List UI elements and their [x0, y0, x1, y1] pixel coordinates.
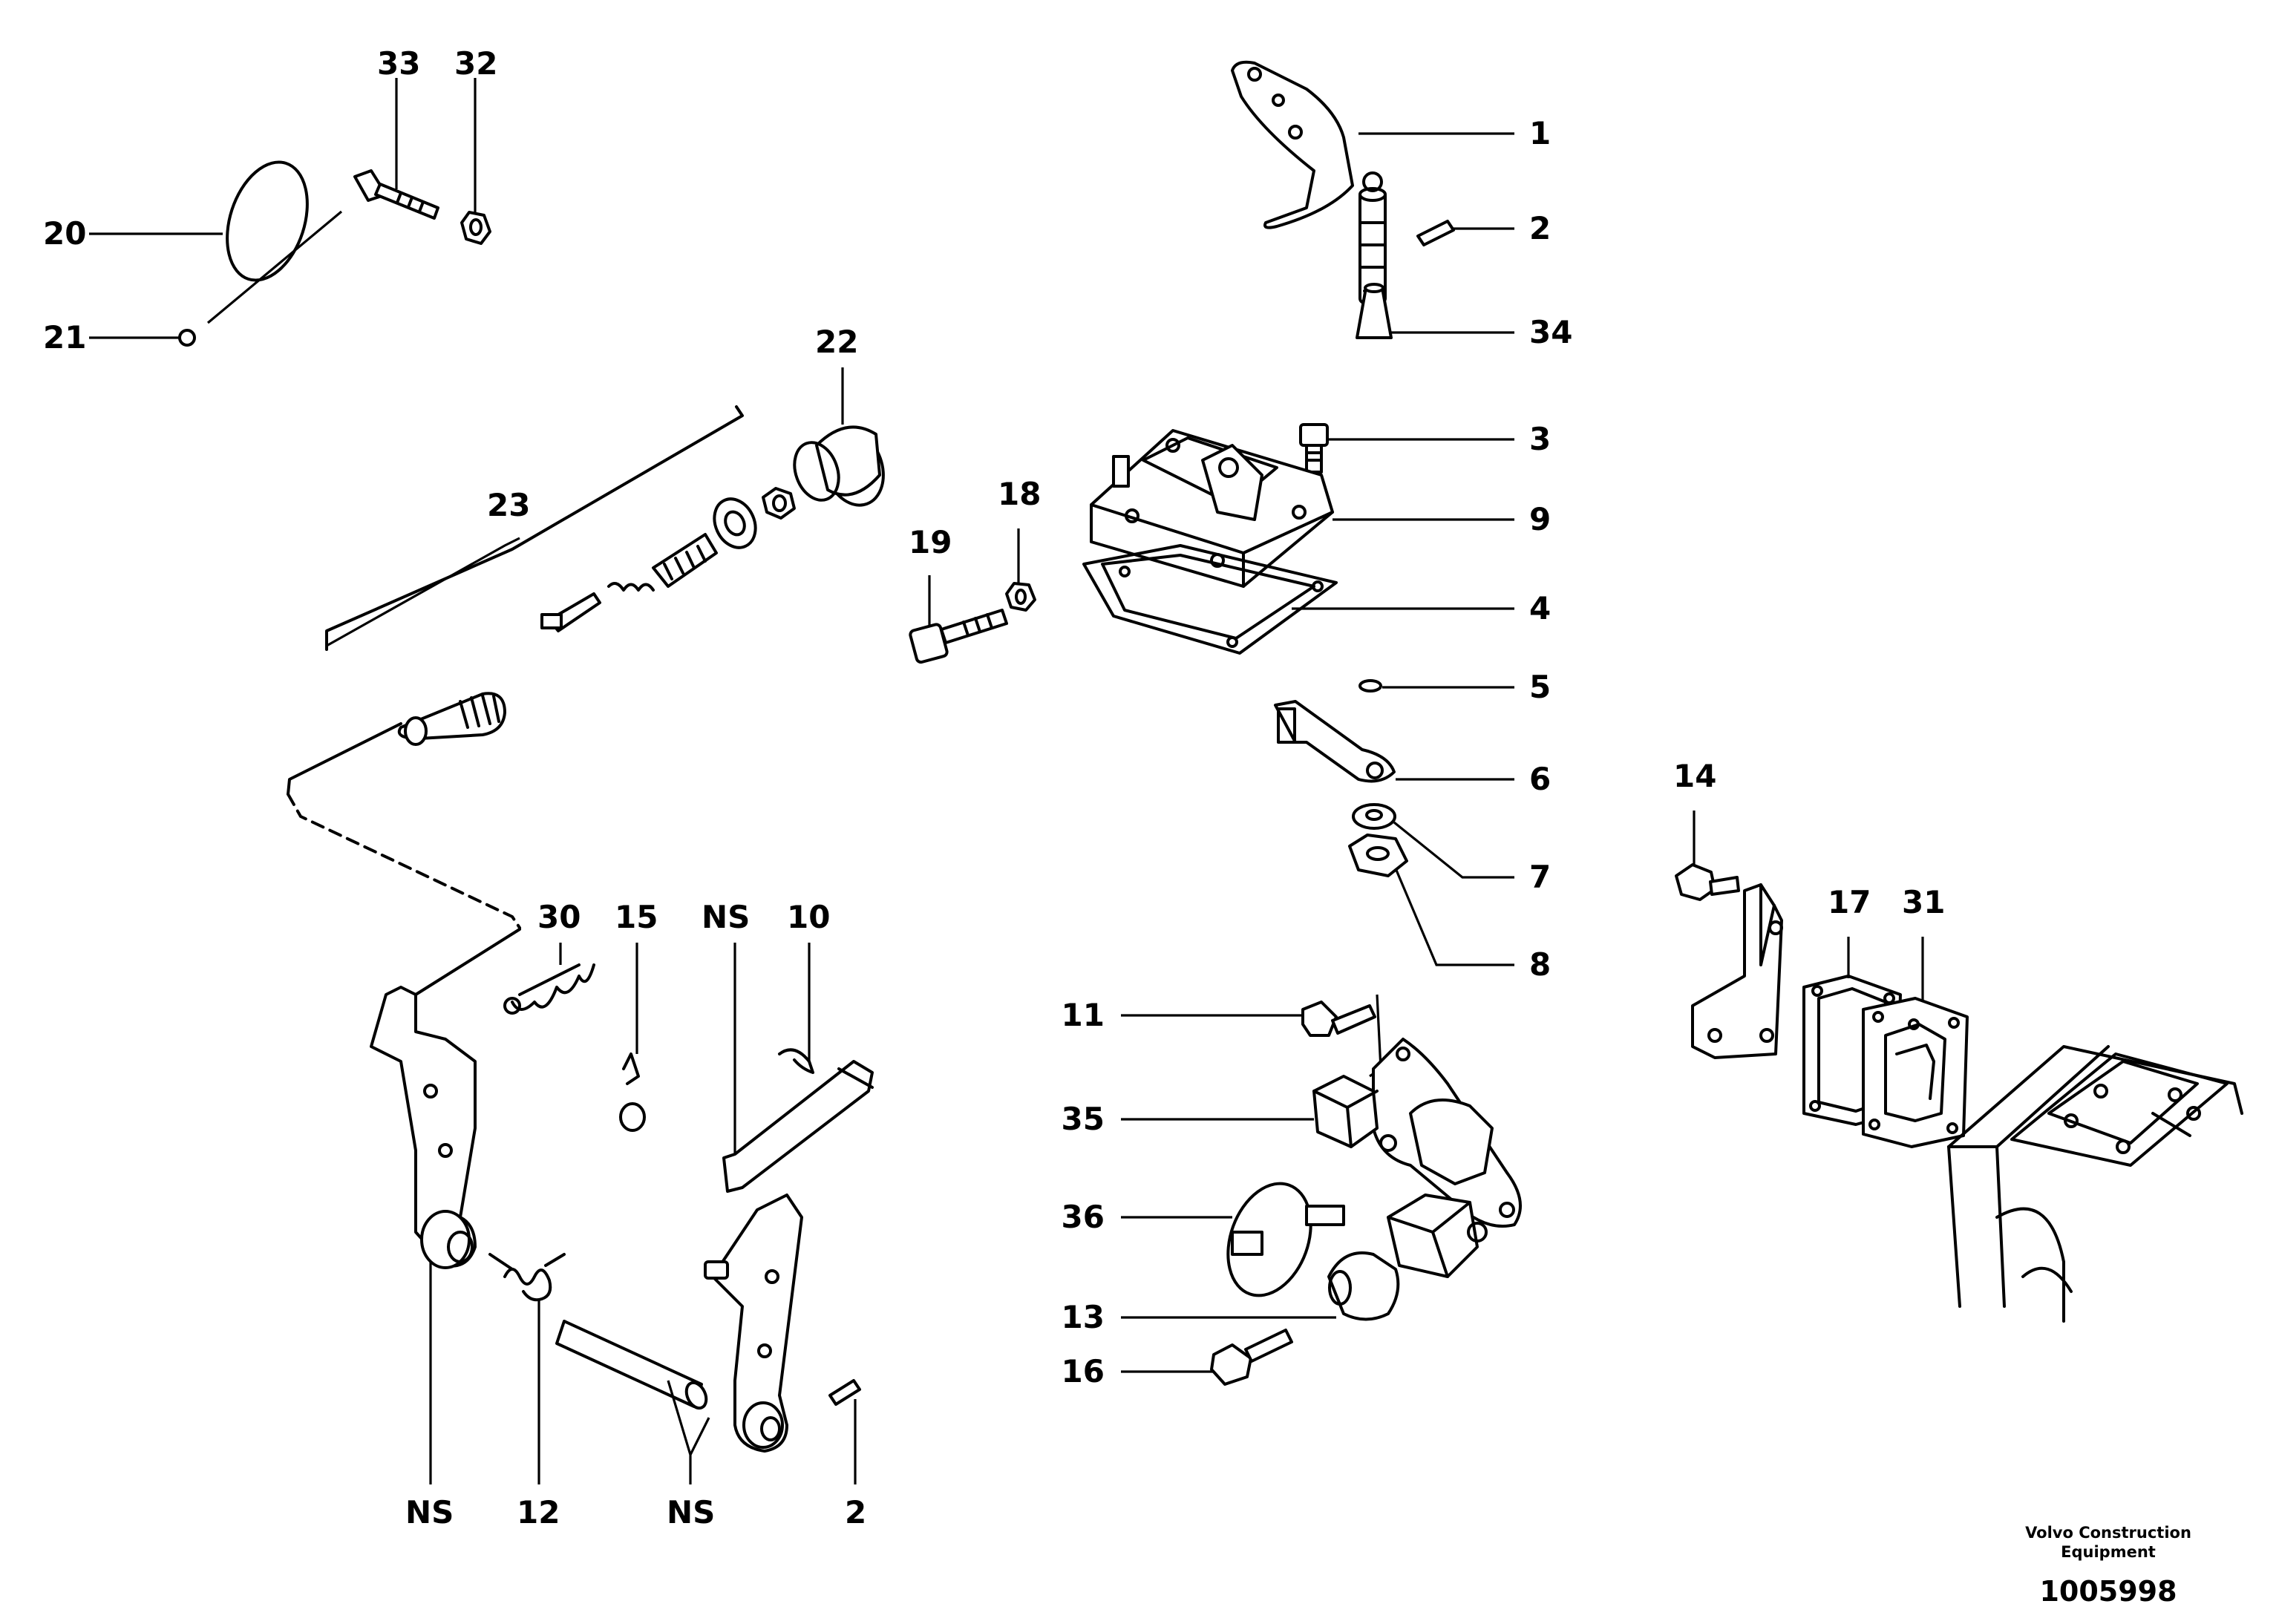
- part-22-grommet: [793, 425, 885, 507]
- callout-20: 20: [43, 215, 86, 252]
- cable-wire: [287, 722, 402, 796]
- part-8-nut: [1348, 834, 1408, 877]
- leader-7: [1393, 821, 1514, 879]
- callout-32: 32: [454, 45, 497, 82]
- part-35-rubber-mount: [1312, 1075, 1494, 1185]
- callout-36: 36: [1062, 1199, 1105, 1235]
- part-13-bushing: [1327, 1251, 1400, 1321]
- part-15-clip: [619, 1052, 646, 1132]
- callout-1: 1: [1529, 115, 1551, 151]
- callout-12: 12: [517, 1494, 560, 1530]
- part-23-cable-assembly: [325, 405, 796, 746]
- callout-5: 5: [1529, 669, 1551, 705]
- callout-14: 14: [1673, 758, 1716, 794]
- part-34-boot: [1356, 283, 1393, 339]
- part-33-bolt: [353, 169, 439, 220]
- callout-17: 17: [1828, 884, 1871, 920]
- callout-23: 23: [487, 487, 530, 523]
- cable-end-wire: [414, 928, 521, 996]
- callout-22: 22: [815, 324, 858, 360]
- part-30-spring: [503, 963, 595, 1015]
- callout-ns-main-lever: NS: [405, 1494, 454, 1530]
- part-36-damper-disc: [1226, 1182, 1345, 1297]
- leader-8: [1394, 868, 1514, 966]
- part-ns-main-lever: [370, 986, 477, 1269]
- callout-33: 33: [377, 45, 420, 82]
- callout-2-upper: 2: [1529, 210, 1551, 246]
- part-7-washer: [1352, 803, 1396, 830]
- callout-21: 21: [43, 319, 86, 356]
- document-number: 1005998: [2039, 1575, 2177, 1608]
- part-20-cover-plate: [226, 160, 309, 282]
- part-18-nut: [1005, 582, 1036, 612]
- callout-10: 10: [787, 899, 830, 935]
- leader-20b: [206, 210, 343, 324]
- part-21-ring: [178, 329, 196, 347]
- callout-16: 16: [1062, 1353, 1105, 1389]
- callout-8: 8: [1529, 946, 1551, 983]
- part-5-o-ring: [1358, 679, 1382, 693]
- callout-6: 6: [1529, 761, 1551, 797]
- callout-31: 31: [1902, 884, 1945, 920]
- callout-7: 7: [1529, 859, 1551, 895]
- callout-9: 9: [1529, 501, 1551, 537]
- callout-2-lower: 2: [845, 1494, 866, 1530]
- part-9-cover: [1090, 429, 1334, 588]
- callout-35: 35: [1062, 1101, 1105, 1137]
- part-mount-block: [1387, 1194, 1488, 1278]
- manufacturer-label: Volvo Construction Equipment: [2012, 1523, 2205, 1562]
- part-16-bolt: [1210, 1329, 1293, 1386]
- manufacturer-line-2: Equipment: [2061, 1543, 2156, 1561]
- callout-11: 11: [1062, 997, 1105, 1033]
- leader-ns3: [667, 1380, 710, 1484]
- callout-13: 13: [1062, 1299, 1105, 1335]
- callout-4: 4: [1529, 590, 1551, 626]
- callout-ns-shaft: NS: [667, 1494, 715, 1530]
- part-ns-shaft: [555, 1320, 708, 1410]
- callout-18: 18: [998, 476, 1041, 512]
- part-2-roll-pin-lower: [828, 1379, 861, 1406]
- part-3-bolt: [1299, 423, 1329, 474]
- part-2-roll-pin: [1416, 220, 1455, 246]
- part-31-cover-plate: [1862, 997, 1969, 1148]
- part-1-shift-lever: [1231, 60, 1387, 304]
- part-6-link: [1274, 700, 1396, 783]
- part-4-gasket: [1082, 544, 1338, 655]
- callout-3: 3: [1529, 421, 1551, 457]
- part-32-nut: [460, 211, 491, 245]
- part-angle-bracket: [1691, 883, 1783, 1059]
- callout-ns-bracket: NS: [702, 899, 750, 935]
- leader-23: [326, 537, 520, 647]
- part-ns-bracket: [722, 1060, 874, 1193]
- manufacturer-line-1: Volvo Construction: [2025, 1524, 2191, 1542]
- cable-routing-dashed: [287, 793, 521, 929]
- callout-34: 34: [1529, 314, 1572, 350]
- callout-labels: 1 2 34 3 9 4 5 6 7 8 33 32 20 21 22 23 1…: [43, 45, 1945, 1530]
- part-14-bolt: [1675, 863, 1740, 901]
- transmission-housing: [1947, 1045, 2243, 1323]
- part-10-clip: [778, 1048, 814, 1074]
- callout-30: 30: [537, 899, 581, 935]
- callout-19: 19: [909, 524, 952, 560]
- part-11-bolt: [1301, 1001, 1376, 1037]
- part-12-torsion-spring: [488, 1253, 566, 1302]
- part-ns-operating-lever: [704, 1194, 803, 1453]
- part-19-bolt: [909, 609, 1008, 664]
- callout-15: 15: [615, 899, 658, 935]
